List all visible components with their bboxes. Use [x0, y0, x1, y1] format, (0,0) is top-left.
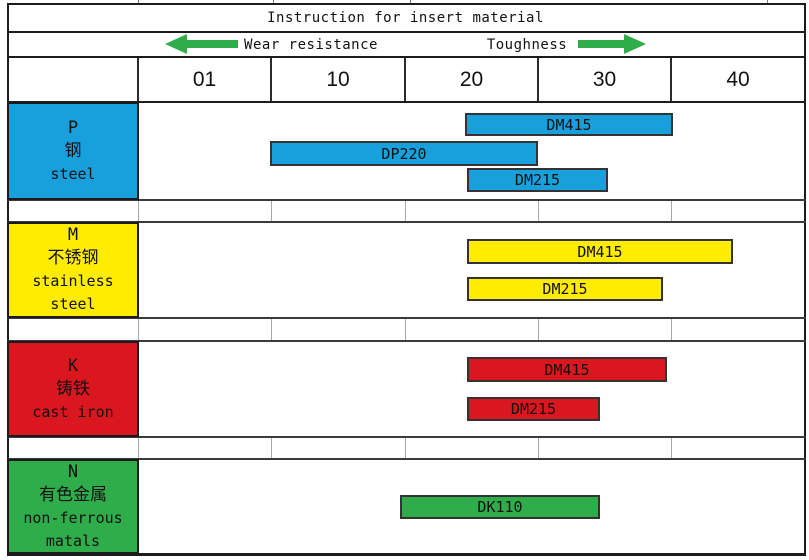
- grid-vline: [537, 58, 539, 101]
- range-bar-p-dm415: DM415: [465, 113, 673, 136]
- material-name-cn: 钢: [64, 140, 82, 161]
- range-bar-m-dm215: DM215: [467, 277, 663, 301]
- sep-vline: [405, 319, 406, 340]
- wear-resistance-arrow-shaft: [186, 40, 238, 48]
- sep-vline: [671, 438, 672, 458]
- grid-vline: [670, 58, 672, 101]
- material-cell-k-cast-iron: K 铸铁 cast iron: [7, 341, 139, 437]
- sep-vline: [538, 319, 539, 340]
- bar-label: DM215: [514, 171, 561, 189]
- material-code: K: [67, 355, 79, 376]
- top-strip-tick: [138, 0, 139, 3]
- grid-vline: [270, 58, 272, 101]
- material-name-en: steel: [50, 164, 96, 183]
- grid-hline: [7, 221, 806, 223]
- sep-vline: [271, 319, 272, 340]
- toughness-arrow-shaft: [578, 40, 626, 48]
- material-code: M: [67, 225, 79, 245]
- material-name-en: cast iron: [32, 402, 114, 421]
- bar-label: DM215: [542, 280, 588, 298]
- axis-tick-01: 01: [192, 67, 217, 91]
- material-cell-n-non-ferrous: N 有色金属 non-ferrous matals: [7, 459, 139, 554]
- grid-hline: [7, 340, 806, 342]
- material-cell-m-stainless-steel: M 不锈钢 stainless steel: [7, 222, 139, 318]
- sep-vline: [138, 438, 139, 458]
- material-code: N: [67, 461, 79, 482]
- range-bar-m-dm415: DM415: [467, 239, 733, 264]
- sep-vline: [405, 438, 406, 458]
- sep-vline: [405, 201, 406, 221]
- material-name-cn: 铸铁: [56, 378, 90, 399]
- grid-hline: [7, 458, 806, 460]
- axis-tick-20: 20: [459, 67, 484, 91]
- toughness-label: Toughness: [486, 37, 568, 53]
- bar-label: DM415: [544, 360, 590, 379]
- material-cell-p-steel: P 钢 steel: [7, 102, 139, 200]
- material-code: P: [67, 117, 79, 138]
- table-border-right: [804, 3, 806, 556]
- material-name-en: steel: [50, 295, 96, 313]
- bar-label: DP220: [381, 144, 427, 163]
- grid-hline: [7, 199, 806, 201]
- material-name-en: stainless: [32, 272, 114, 290]
- bar-label: DK110: [477, 498, 523, 516]
- top-strip-tick: [273, 0, 274, 3]
- range-bar-k-dm415: DM415: [467, 357, 667, 382]
- sep-vline: [271, 438, 272, 458]
- chart-title: Instruction for insert material: [267, 9, 544, 26]
- grid-hline: [7, 56, 806, 58]
- table-border-top: [7, 3, 806, 5]
- axis-tick-10: 10: [326, 67, 350, 91]
- bar-label: DM215: [510, 400, 557, 418]
- sep-vline: [271, 201, 272, 221]
- sep-vline: [671, 201, 672, 221]
- grid-hline: [7, 101, 806, 103]
- wear-resistance-arrow-icon: [165, 34, 187, 54]
- bar-label: DM415: [546, 115, 592, 134]
- sep-vline: [138, 201, 139, 221]
- grid-hline: [7, 436, 806, 438]
- top-strip-tick: [767, 0, 768, 3]
- material-name-cn: 不锈钢: [47, 248, 99, 268]
- range-bar-p-dm215: DM215: [467, 168, 608, 192]
- sep-vline: [538, 201, 539, 221]
- range-bar-n-dk110: DK110: [400, 495, 600, 519]
- grid-hline: [7, 317, 806, 319]
- material-name-en: non-ferrous: [23, 508, 123, 527]
- bar-label: DM415: [577, 242, 623, 261]
- sep-vline: [538, 438, 539, 458]
- grid-vline: [137, 58, 139, 101]
- material-name-cn: 有色金属: [39, 484, 107, 505]
- axis-tick-40: 40: [726, 67, 750, 91]
- range-bar-k-dm215: DM215: [467, 397, 600, 421]
- sep-vline: [671, 319, 672, 340]
- table-border-bottom: [7, 553, 806, 556]
- material-name-en: matals: [45, 531, 101, 550]
- grid-vline: [404, 58, 406, 101]
- grid-hline: [7, 31, 806, 33]
- axis-tick-30: 30: [592, 67, 617, 91]
- range-bar-p-dp220: DP220: [270, 141, 538, 166]
- toughness-arrow-icon: [624, 34, 646, 54]
- sep-vline: [138, 319, 139, 340]
- top-strip-tick: [410, 0, 411, 3]
- wear-resistance-label: Wear resistance: [244, 37, 378, 53]
